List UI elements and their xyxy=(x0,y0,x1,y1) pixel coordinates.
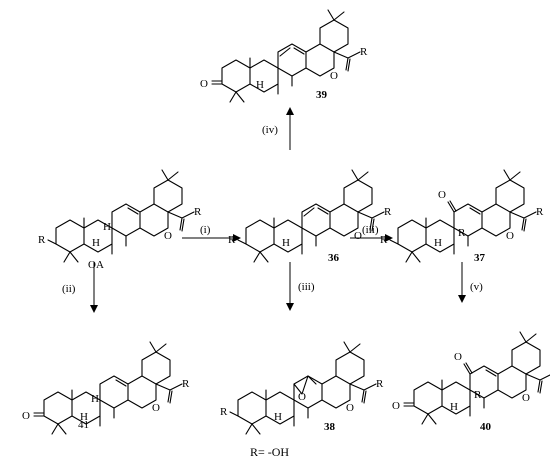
compound-39-structure: O H O R xyxy=(200,9,368,103)
c36-r-substituent: R xyxy=(228,234,236,246)
c40-ketone-o: O xyxy=(522,392,530,404)
c37-r-substituent: R xyxy=(380,234,388,246)
compound-oa-structure: R H H O R xyxy=(38,169,202,263)
c37-ketone-o: O xyxy=(506,230,514,242)
compound-label-38: 38 xyxy=(324,421,336,433)
c41-ketone-3: O xyxy=(22,410,30,422)
c41-h-atom: H xyxy=(80,411,88,423)
c38-h-atom: H xyxy=(274,411,282,423)
step-label-iv: (iv) xyxy=(262,124,278,136)
c40-ketone-11: O xyxy=(454,351,462,363)
c40-r-9: R xyxy=(474,389,482,401)
compound-41-structure: O H H O R xyxy=(22,341,190,435)
compound-label-40: 40 xyxy=(480,421,492,433)
c37-h-atom: H xyxy=(434,237,442,249)
compound-40-structure: O O R H O R xyxy=(392,331,550,425)
oa-ketone-o: O xyxy=(164,230,172,242)
step-label-v: (v) xyxy=(470,281,483,293)
compound-label-36: 36 xyxy=(328,252,340,264)
c40-ketone-3: O xyxy=(392,400,400,412)
c41-h9-atom: H xyxy=(91,393,99,405)
c41-ketone-o: O xyxy=(152,402,160,414)
compound-38-structure: O R H O R xyxy=(220,341,384,435)
r-group-legend: R= -OH xyxy=(250,445,289,459)
compound-label-oa: OA xyxy=(88,259,104,271)
c38-ketone-o: O xyxy=(346,402,354,414)
c36-r-acid: R xyxy=(384,206,392,218)
c36-h-atom: H xyxy=(282,237,290,249)
c38-r-substituent: R xyxy=(220,406,228,418)
compound-label-37: 37 xyxy=(474,252,486,264)
c37-r-9: R xyxy=(458,227,466,239)
c40-h-atom: H xyxy=(450,401,458,413)
c39-h-atom: H xyxy=(256,79,264,91)
step-label-iii-down: (iii) xyxy=(298,281,315,293)
oa-h-atom: H xyxy=(92,237,100,249)
c39-ketone-3: O xyxy=(200,78,208,90)
oa-r-substituent: R xyxy=(38,234,46,246)
c41-r-acid: R xyxy=(182,378,190,390)
c38-r-acid: R xyxy=(376,378,384,390)
step-label-iii-right: (iii) xyxy=(362,224,379,236)
c36-ketone-o: O xyxy=(354,230,362,242)
compound-label-39: 39 xyxy=(316,89,328,101)
c37-ketone-11: O xyxy=(438,189,446,201)
compound-37-structure: O R R H O R xyxy=(380,169,544,263)
c38-epoxide-o: O xyxy=(298,391,306,403)
c39-r-acid: R xyxy=(360,46,368,58)
c37-r-acid: R xyxy=(536,206,544,218)
oa-h9-atom: H xyxy=(103,221,111,233)
step-label-i: (i) xyxy=(200,224,211,236)
c39-ketone-o: O xyxy=(330,70,338,82)
compound-36-structure: R H O R xyxy=(228,169,392,263)
oa-r-acid: R xyxy=(194,206,202,218)
step-label-ii: (ii) xyxy=(62,283,76,295)
compound-label-41: 41 xyxy=(78,419,89,431)
